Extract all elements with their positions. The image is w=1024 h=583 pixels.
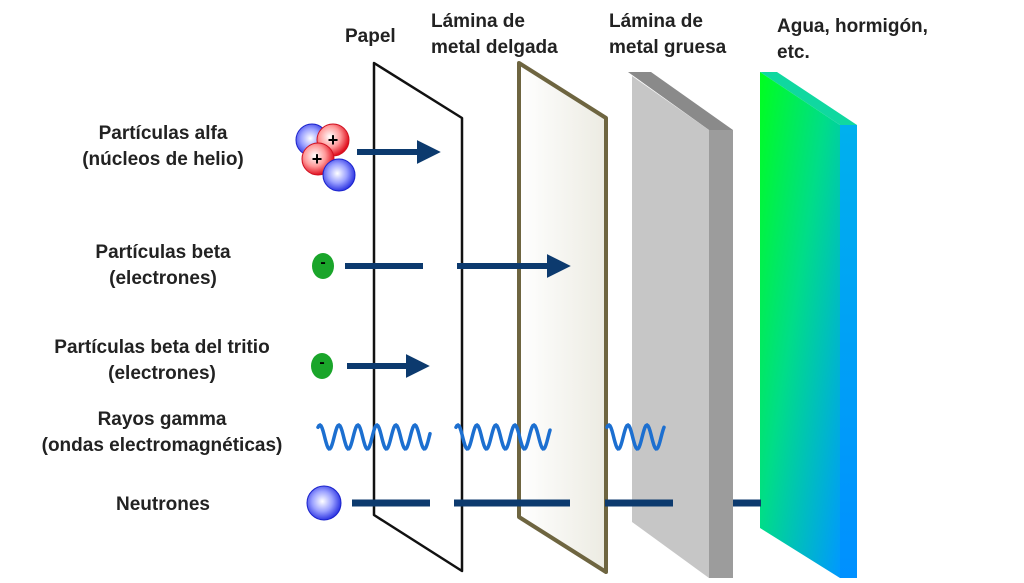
- water-block-top: [760, 72, 857, 125]
- label-line: (electrones): [109, 268, 217, 289]
- label-water-concrete: Agua, hormigón, etc.: [777, 14, 928, 66]
- label-alpha: Partículas alfa (núcleos de helio): [82, 121, 244, 173]
- electron-sign: -: [319, 354, 324, 371]
- electron-ball: [311, 353, 333, 379]
- label-line: Agua, hormigón,: [777, 16, 928, 37]
- label-line: metal delgada: [431, 37, 558, 58]
- gamma-wave-2: [454, 422, 552, 451]
- label-line: Partículas beta del tritio: [54, 337, 270, 358]
- thick-metal-front: [632, 76, 709, 578]
- label-neutrons: Neutrones: [116, 492, 210, 518]
- label-line: Lámina de: [431, 11, 525, 32]
- thick-metal-barrier: [628, 72, 733, 578]
- label-line: Rayos gamma: [97, 409, 227, 430]
- gamma-wave-3: [605, 422, 666, 451]
- label-line: (núcleos de helio): [82, 149, 244, 170]
- label-line: Lámina de: [609, 11, 703, 32]
- thin-metal-barrier: [517, 61, 608, 574]
- thick-metal-top: [628, 72, 733, 130]
- label-beta: Partículas beta (electrones): [95, 240, 230, 292]
- label-line: Partículas beta: [95, 242, 231, 263]
- proton-sign: +: [328, 130, 339, 150]
- label-line: etc.: [777, 42, 810, 63]
- paper-barrier: [372, 61, 464, 573]
- label-line: Partículas alfa: [98, 123, 228, 144]
- label-line: (electrones): [108, 363, 216, 384]
- label-thick-metal: Lámina de metal gruesa: [609, 9, 726, 61]
- label-line: metal gruesa: [609, 37, 727, 58]
- neutron-ball: [322, 158, 356, 192]
- helium-nucleus-icon: + +: [295, 123, 356, 192]
- label-paper: Papel: [345, 24, 396, 50]
- neutron-icon: [306, 485, 342, 521]
- thick-metal-side: [709, 130, 733, 578]
- label-line: Neutrones: [116, 494, 210, 515]
- label-thin-metal: Lámina de metal delgada: [431, 9, 558, 61]
- electron-ball: [312, 253, 334, 279]
- proton-sign: +: [312, 149, 323, 169]
- water-block-side: [840, 125, 857, 578]
- label-line: (ondas electromagnéticas): [41, 435, 283, 456]
- gamma-wave-1: [316, 422, 432, 451]
- label-gamma: Rayos gamma (ondas electromagnéticas): [42, 407, 283, 459]
- electron-icon: -: [311, 353, 333, 379]
- water-block-front: [760, 72, 840, 578]
- electron-icon: -: [312, 253, 334, 279]
- label-tritium-beta: Partículas beta del tritio (electrones): [54, 335, 269, 387]
- water-concrete-barrier: [760, 72, 857, 578]
- electron-sign: -: [320, 254, 325, 271]
- label-line: Papel: [345, 26, 396, 47]
